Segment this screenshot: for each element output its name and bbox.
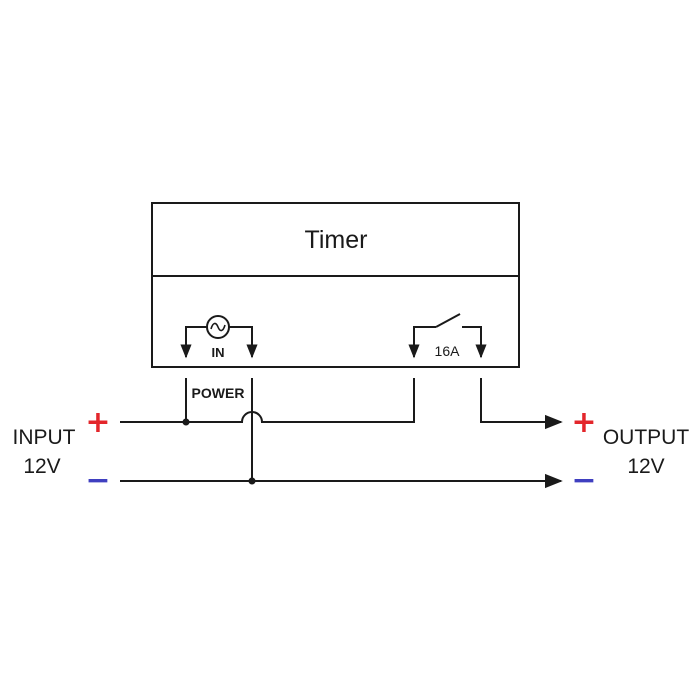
input-minus-icon: − (85, 463, 110, 498)
power-input-terminal: IN (180, 315, 258, 360)
output-minus-icon: − (571, 463, 596, 498)
input-labels: INPUT 12V + − (13, 405, 111, 498)
timer-title: Timer (305, 226, 368, 254)
output-labels: + − OUTPUT 12V (571, 405, 689, 498)
junction-dot (182, 418, 190, 426)
wiring (120, 378, 563, 489)
output-label: OUTPUT (603, 426, 690, 449)
timer-box: Timer (151, 202, 520, 368)
input-voltage-label: 12V (23, 455, 60, 478)
positive-output-wire (480, 378, 563, 430)
input-plus-icon: + (85, 405, 110, 440)
output-voltage-label: 12V (627, 455, 664, 478)
relay-terminal: 16A (408, 313, 487, 359)
positive-input-wire (120, 378, 415, 423)
power-in-label: IN (212, 345, 225, 360)
ac-sine-icon (206, 315, 230, 339)
output-plus-icon: + (571, 405, 596, 440)
relay-rating-label: 16A (435, 343, 461, 359)
junction-dot (248, 477, 256, 485)
input-label: INPUT (13, 426, 76, 449)
relay-switch-icon (435, 313, 461, 328)
power-label: POWER (192, 385, 245, 401)
